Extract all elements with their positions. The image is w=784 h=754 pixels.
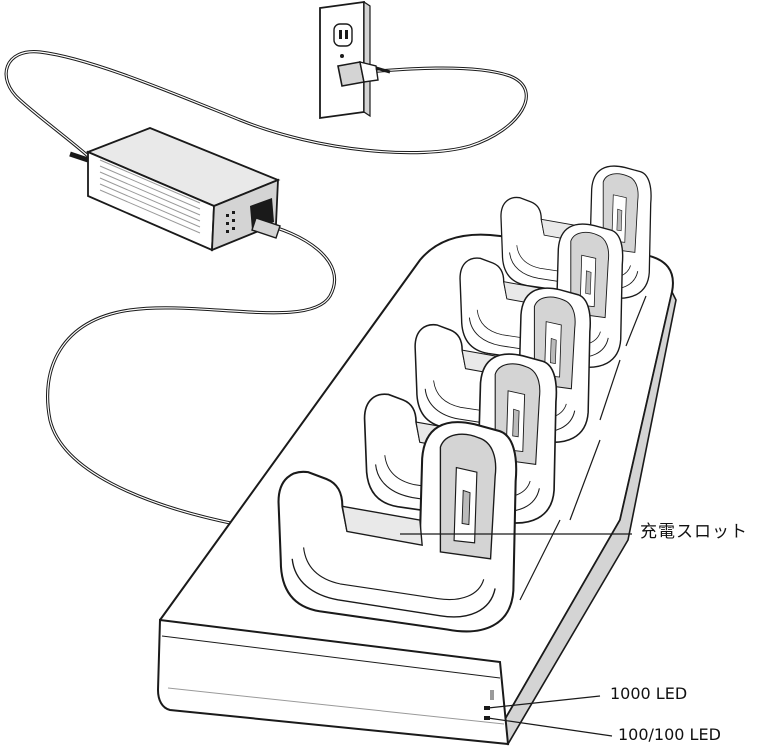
- led-1000-indicator: [484, 706, 490, 710]
- leader-led-100: [487, 717, 613, 737]
- led-100-label: 100/100 LED: [618, 725, 721, 744]
- power-cable-upper: [4, 50, 528, 158]
- led-100-indicator: [484, 716, 490, 720]
- charging-slot-label: 充電スロット: [640, 522, 748, 542]
- plug: [337, 61, 391, 87]
- leader-led-1000: [487, 695, 601, 709]
- power-adapter: [69, 127, 281, 252]
- wall-outlet: [319, 0, 371, 120]
- led-1000-label: 1000 LED: [610, 684, 688, 703]
